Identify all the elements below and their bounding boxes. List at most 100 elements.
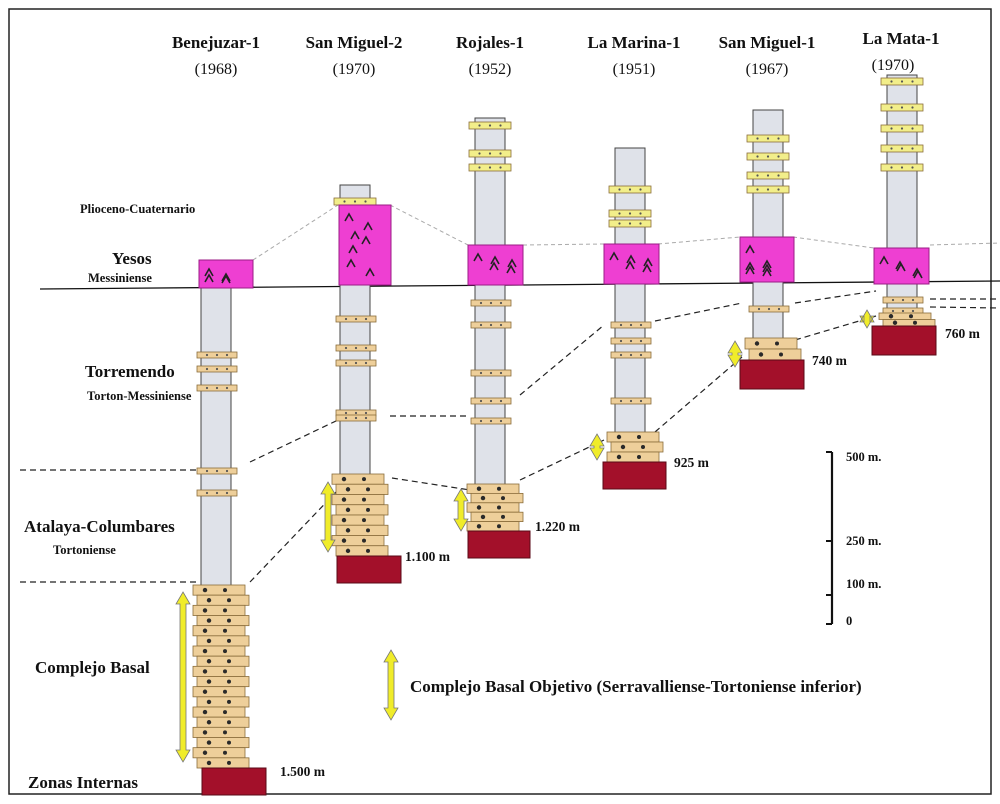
scale-bar: 500 m. 250 m. 100 m. 0 bbox=[826, 450, 881, 628]
grain-dot bbox=[354, 411, 358, 415]
grain-dot bbox=[478, 166, 481, 169]
well-year: (1952) bbox=[469, 61, 512, 78]
grain-dot bbox=[215, 367, 219, 371]
grain-dot bbox=[499, 419, 503, 423]
well-header-1: Benejuzar-1 (1968) bbox=[172, 33, 260, 78]
pebble bbox=[341, 538, 347, 543]
grain-dot bbox=[344, 411, 348, 415]
pebble bbox=[620, 444, 626, 450]
grain-dot bbox=[900, 166, 904, 169]
gypsum-chevron bbox=[204, 267, 214, 277]
scale-label-0: 0 bbox=[846, 614, 852, 628]
conglomerate-bed bbox=[335, 524, 389, 536]
gypsum-chevron bbox=[361, 235, 371, 245]
pebble bbox=[206, 618, 212, 623]
grain-dot bbox=[364, 411, 368, 415]
pebble bbox=[775, 341, 779, 346]
grain-dot bbox=[215, 386, 219, 390]
grain-dot bbox=[756, 155, 759, 158]
conglomerate-bed bbox=[192, 706, 246, 718]
conglomerate-bed bbox=[192, 645, 246, 657]
conglomerate-bed bbox=[192, 584, 246, 596]
conglomerate-bed bbox=[192, 747, 246, 759]
legend-text: Complejo Basal Objetivo (Serravalliense-… bbox=[410, 677, 862, 696]
grain-dot bbox=[900, 80, 904, 83]
basement-block bbox=[201, 767, 267, 796]
pebble bbox=[202, 669, 208, 674]
grain-dot bbox=[343, 200, 346, 203]
pebble bbox=[227, 699, 231, 704]
well-name: Rojales-1 bbox=[456, 33, 524, 52]
grain-dot bbox=[777, 174, 780, 177]
grain-dot bbox=[890, 80, 893, 83]
grain-dot bbox=[777, 137, 780, 140]
well-name: San Miguel-2 bbox=[306, 33, 403, 52]
pebble bbox=[362, 538, 366, 543]
pebble bbox=[913, 320, 917, 325]
gypsum-chevron bbox=[350, 230, 360, 240]
grain-dot bbox=[354, 317, 358, 321]
pebble bbox=[227, 720, 231, 725]
grain-dot bbox=[619, 353, 623, 357]
grain-dot bbox=[777, 188, 780, 191]
conglomerate-bed bbox=[335, 483, 389, 495]
well-header-3: Rojales-1 (1952) bbox=[456, 33, 524, 78]
pebble bbox=[754, 341, 760, 346]
grain-dot bbox=[629, 353, 633, 357]
depth-label-sanmiguel1: 740 m bbox=[812, 353, 848, 368]
grain-dot bbox=[478, 152, 481, 155]
well-column-2 bbox=[320, 184, 402, 584]
conglomerate-bed bbox=[192, 686, 246, 698]
conglomerate-bed bbox=[610, 441, 664, 453]
grain-dot bbox=[629, 339, 633, 343]
conglomerate-bed bbox=[335, 545, 389, 557]
formation-age-plioceno: Plioceno-Cuaternario bbox=[80, 202, 195, 216]
pebble bbox=[501, 496, 505, 501]
target-arrow-icon bbox=[175, 591, 191, 763]
pebble bbox=[341, 476, 347, 482]
grain-dot bbox=[757, 307, 761, 311]
grain-dot bbox=[777, 155, 780, 158]
grain-dot bbox=[499, 124, 502, 127]
depth-label-lamarina: 925 m bbox=[674, 455, 710, 470]
scale-label-100: 100 m. bbox=[846, 577, 881, 591]
grain-dot bbox=[891, 309, 895, 313]
grain-dot bbox=[639, 399, 643, 403]
conglomerate-bed bbox=[192, 726, 246, 738]
grain-dot bbox=[344, 416, 348, 420]
pebble bbox=[223, 730, 227, 735]
grain-dot bbox=[499, 399, 503, 403]
conglomerate-bed bbox=[192, 625, 246, 637]
figure-frame bbox=[8, 8, 992, 795]
formation-name-zonas: Zonas Internas bbox=[28, 773, 138, 792]
grain-dot bbox=[639, 353, 643, 357]
conglomerate-bed bbox=[331, 535, 385, 547]
gypsum-chevron bbox=[473, 252, 483, 262]
grain-dot bbox=[629, 399, 633, 403]
pebble bbox=[202, 587, 208, 593]
pebble bbox=[758, 352, 764, 357]
grain-dot bbox=[766, 155, 770, 158]
well-year: (1967) bbox=[746, 61, 789, 78]
well-shaft bbox=[752, 109, 784, 361]
formation-age-torremendo: Torton-Messiniense bbox=[87, 389, 192, 403]
pebble bbox=[223, 710, 227, 715]
pebble bbox=[345, 548, 351, 554]
target-arrow-icon bbox=[589, 433, 605, 461]
grain-dot bbox=[205, 386, 209, 390]
pebble bbox=[206, 598, 212, 603]
grain-dot bbox=[488, 152, 492, 155]
basement-block bbox=[871, 325, 937, 356]
grain-dot bbox=[354, 361, 358, 365]
grain-dot bbox=[618, 188, 621, 191]
grain-dot bbox=[901, 309, 905, 313]
pebble bbox=[362, 497, 366, 502]
gypsum-chevron bbox=[346, 258, 356, 268]
pebble bbox=[223, 649, 227, 654]
pebble bbox=[501, 514, 505, 519]
grain-dot bbox=[215, 469, 219, 473]
grain-dot bbox=[354, 346, 358, 350]
pebble bbox=[202, 648, 208, 654]
pebble bbox=[480, 495, 486, 501]
grain-dot bbox=[628, 212, 632, 215]
